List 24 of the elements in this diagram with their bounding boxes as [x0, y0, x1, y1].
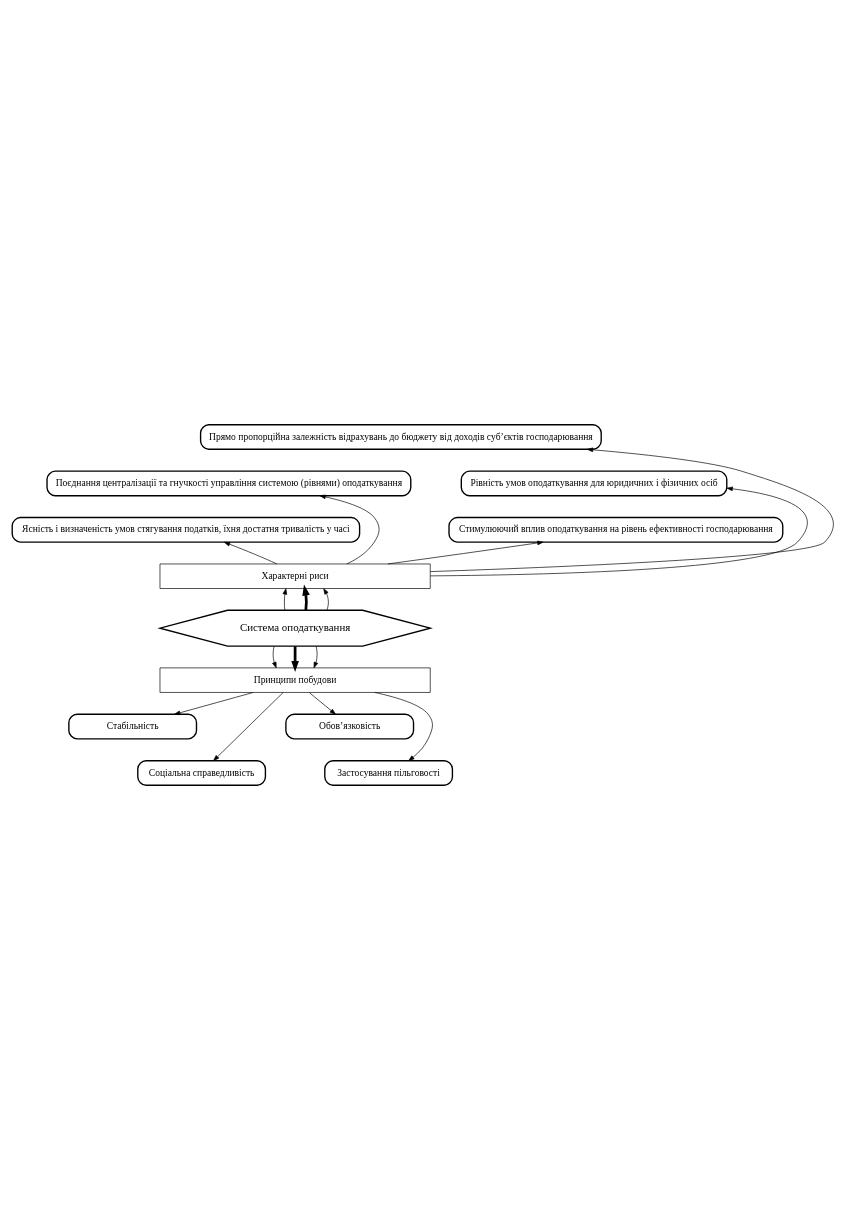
node-box: Обов’язковість [284, 713, 414, 740]
node-box: Стабільність [67, 713, 197, 740]
arrow [282, 588, 287, 611]
node-box: Характерні риси [159, 563, 431, 589]
node-box: Прямо пропорційна залежність відрахувань до бюджету від доходів суб’єктів господарювання [199, 424, 602, 450]
arrow [223, 541, 277, 565]
node-box: Стимулюючий вплив оподаткування на рівень ефективності господарювання [447, 516, 783, 543]
arrow [387, 540, 543, 565]
node-box: Соціальна справедливість [136, 760, 266, 786]
arrow [429, 486, 808, 577]
node-box: Ясність і визначеність умов стягування податків, їхня достатня тривалість у часі [11, 516, 360, 543]
node-box: Поєднання централізації та гнучкості управління системою (рівнями) оподаткування [45, 470, 411, 497]
node-box: Застосування пільговості [323, 760, 453, 786]
arrow [373, 692, 433, 762]
arrow [322, 588, 329, 611]
arrow [313, 645, 318, 669]
node-box: Принципи побудови [159, 667, 431, 693]
arrow [429, 447, 834, 572]
arrow [319, 494, 379, 565]
arrow [212, 692, 283, 761]
node-box: Рівність умов оподаткування для юридичних і фізичних осіб [460, 470, 727, 497]
arrow [173, 692, 253, 715]
arrow [271, 645, 277, 669]
arrow [308, 692, 336, 715]
